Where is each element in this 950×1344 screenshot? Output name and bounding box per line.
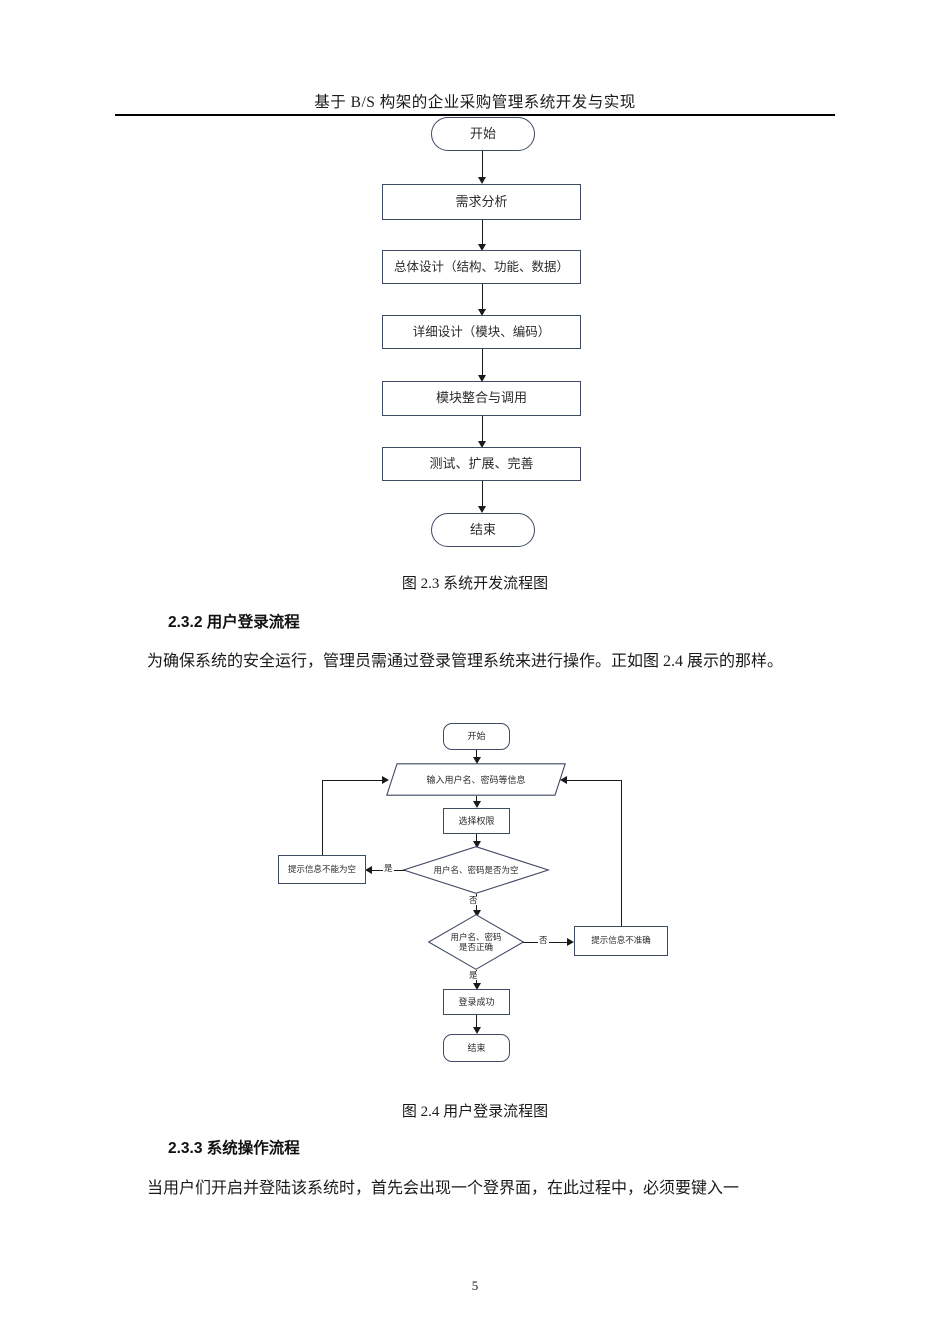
flow-node-label: 测试、扩展、完善 (429, 455, 534, 471)
flow-node-end: 结束 (431, 513, 535, 547)
flow-arrowhead (472, 983, 481, 990)
paragraph-2-3-3: 当用户们开启并登陆该系统时，首先会出现一个登界面，在此过程中，必须要键入一 (115, 1172, 837, 1205)
flow-node-test-extend: 测试、扩展、完善 (382, 447, 581, 481)
flow-edge-integration-to-test (482, 416, 484, 444)
login-flow-node-input-info: 输入用户名、密码等信息 (386, 763, 566, 796)
flow-arrowhead (478, 375, 486, 382)
figure-2-4-caption: 图 2.4 用户登录流程图 (401, 1104, 549, 1120)
flow-arrowhead (472, 910, 481, 917)
flow-node-label: 开始 (467, 731, 486, 742)
running-header-title: 基于 B/S 构架的企业采购管理系统开发与实现 (314, 94, 636, 111)
flow-node-label-wrap: 输入用户名、密码等信息 (386, 763, 566, 796)
flow-edge-test-to-end (482, 481, 484, 509)
flow-node-detail-design: 详细设计（模块、编码） (382, 315, 581, 349)
flow-node-module-integration: 模块整合与调用 (382, 381, 581, 416)
login-flow-node-end: 结束 (443, 1034, 510, 1062)
diamond-shape (401, 846, 551, 894)
login-flow-edge-label-empty-yes: 是 (383, 863, 394, 873)
flow-arrowhead (478, 177, 486, 184)
login-flow-edge-label-correct-yes: 是 (468, 970, 479, 980)
figure-2-4-flowchart: 开始 输入用户名、密码等信息 选择权限 用户名、密码是否为空 (278, 723, 668, 1062)
login-flow-edge-permission-to-check-empty (476, 834, 478, 844)
paragraph-text: 为确保系统的安全运行，管理员需通过登录管理系统来进行操作。正如图 2.4 展示的… (147, 653, 784, 670)
flow-edge-overall-to-detail (482, 284, 484, 312)
login-flow-node-check-empty: 用户名、密码是否为空 (401, 846, 551, 894)
login-flow-node-check-correct: 用户名、密码 是否正确 (427, 914, 525, 970)
flow-arrowhead (560, 776, 567, 784)
heading-2-3-2: 2.3.2 用户登录流程 (168, 614, 300, 631)
flow-edge-requirements-to-overall (482, 220, 484, 248)
login-flow-edge-success-to-end (476, 1015, 478, 1029)
flow-node-label: 提示信息不能为空 (287, 863, 356, 874)
flow-arrowhead (478, 506, 486, 513)
paragraph-text: 当用户们开启并登陆该系统时，首先会出现一个登界面，在此过程中，必须要键入一 (147, 1180, 740, 1197)
flow-arrowhead (365, 865, 372, 874)
login-flow-node-start: 开始 (443, 723, 510, 750)
flow-arrowhead (472, 841, 481, 848)
login-flow-edge-label-correct-no: 否 (538, 935, 549, 945)
figure-2-3-flowchart: 开始 需求分析 总体设计（结构、功能、数据） 详细设计（模块、编码） 模块整合与… (0, 0, 950, 570)
login-flow-node-login-success: 登录成功 (443, 989, 510, 1015)
parallelogram-shape (386, 763, 566, 796)
login-flow-node-warn-incorrect: 提示信息不准确 (574, 926, 668, 956)
header-divider-rule (115, 114, 835, 116)
flow-edge-detail-to-integration (482, 349, 484, 377)
page-number: 5 (471, 1278, 479, 1293)
login-flow-node-warn-empty: 提示信息不能为空 (278, 855, 366, 884)
flow-node-label: 提示信息不准确 (591, 935, 651, 946)
flow-arrowhead (472, 801, 481, 808)
login-flow-edge-warn-incorrect-loop-up (621, 780, 623, 926)
flow-arrowhead (478, 441, 486, 448)
flow-node-label: 详细设计（模块、编码） (412, 324, 551, 339)
flow-arrowhead (472, 757, 481, 764)
login-flow-node-select-permission: 选择权限 (443, 808, 510, 834)
flow-node-label: 结束 (469, 521, 496, 537)
flow-node-label: 需求分析 (455, 193, 508, 209)
login-flow-edge-warn-empty-loop-up (322, 780, 324, 855)
flow-node-label: 用户名、密码是否为空 (433, 864, 519, 875)
flow-node-label: 输入用户名、密码等信息 (426, 775, 526, 785)
flow-node-label-wrap: 用户名、密码 是否正确 (428, 914, 524, 970)
flow-arrowhead (478, 309, 486, 316)
flow-node-label: 开始 (469, 125, 496, 141)
flow-node-label-wrap: 用户名、密码是否为空 (403, 846, 549, 894)
flow-arrowhead (382, 776, 389, 784)
login-flow-edge-start-to-input (476, 750, 478, 761)
login-flow-edge-label-empty-no: 否 (468, 895, 479, 905)
heading-2-3-3: 2.3.3 系统操作流程 (168, 1140, 300, 1157)
flow-node-label: 登录成功 (458, 996, 495, 1007)
login-flow-edge-warn-empty-loop-right (322, 780, 385, 782)
diamond-shape (427, 914, 525, 970)
flow-node-requirements: 需求分析 (382, 184, 581, 220)
flow-arrowhead (472, 1027, 481, 1034)
flow-edge-start-to-requirements (482, 151, 484, 179)
flow-arrowhead (567, 937, 574, 946)
figure-2-3-caption: 图 2.3 系统开发流程图 (401, 576, 549, 592)
login-flow-edge-input-to-permission (476, 796, 478, 802)
flow-node-start: 开始 (431, 117, 535, 151)
flow-node-label-line2: 是否正确 (458, 942, 493, 952)
flow-node-overall-design: 总体设计（结构、功能、数据） (382, 250, 581, 284)
flow-node-label: 结束 (467, 1042, 486, 1053)
login-flow-edge-warn-incorrect-loop-left (566, 780, 622, 782)
flow-node-label-line1: 用户名、密码 (450, 931, 502, 942)
flow-node-label: 模块整合与调用 (435, 390, 527, 406)
flow-node-label: 选择权限 (458, 815, 495, 826)
flow-arrowhead (478, 244, 486, 251)
paragraph-2-3-2: 为确保系统的安全运行，管理员需通过登录管理系统来进行操作。正如图 2.4 展示的… (115, 645, 837, 678)
flow-node-label: 总体设计（结构、功能、数据） (393, 259, 569, 274)
